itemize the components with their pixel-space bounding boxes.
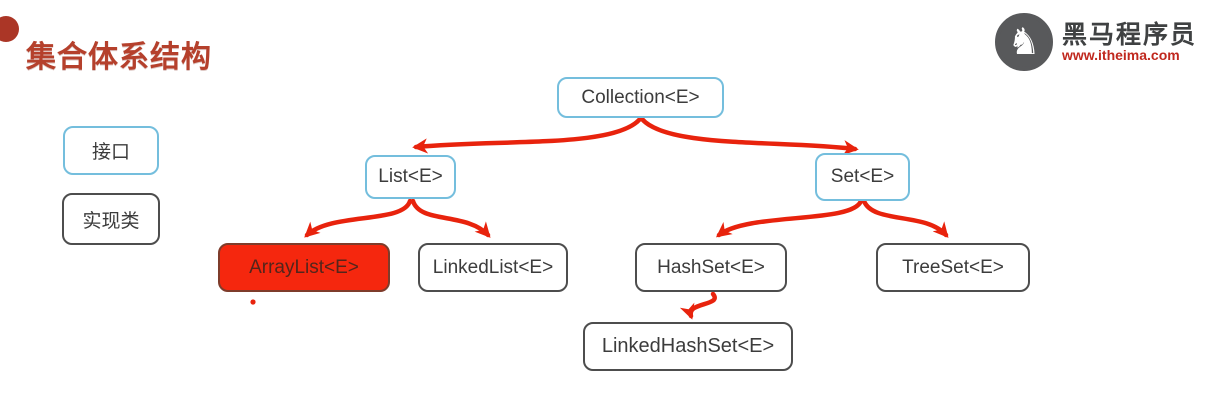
node-treeset: TreeSet<E> [876, 243, 1030, 292]
svg-text:♞: ♞ [1007, 21, 1040, 62]
node-arraylist: ArrayList<E> [218, 243, 390, 292]
edge-hashset-linkedhashset [679, 291, 717, 320]
legend-interface: 接口 [63, 126, 159, 175]
logo-text: 黑马程序员 www.itheima.com [1061, 20, 1197, 63]
legend-implementation: 实现类 [62, 193, 160, 245]
node-list: List<E> [365, 155, 456, 199]
node-set: Set<E> [815, 153, 910, 201]
edge-collection-set [639, 116, 859, 156]
node-collection: Collection<E> [557, 77, 724, 118]
edge-set-hashset [715, 198, 864, 238]
logo-name: 黑马程序员 [1061, 20, 1197, 49]
title-bullet-icon [0, 16, 19, 42]
stray-dot [250, 299, 256, 305]
page-title: 集合体系结构 [26, 41, 212, 74]
logo-url: www.itheima.com [1061, 46, 1180, 63]
itheima-logo: ♞ 黑马程序员 www.itheima.com [994, 12, 1197, 72]
node-linkedlist: LinkedList<E> [418, 243, 568, 292]
edge-collection-list [412, 116, 643, 154]
horse-icon: ♞ [994, 13, 1053, 71]
node-hashset: HashSet<E> [635, 243, 787, 292]
edge-list-arraylist [304, 198, 413, 238]
edge-set-treeset [861, 198, 949, 238]
node-linkedhashset: LinkedHashSet<E> [583, 322, 793, 371]
edge-list-linkedlist [410, 198, 491, 238]
